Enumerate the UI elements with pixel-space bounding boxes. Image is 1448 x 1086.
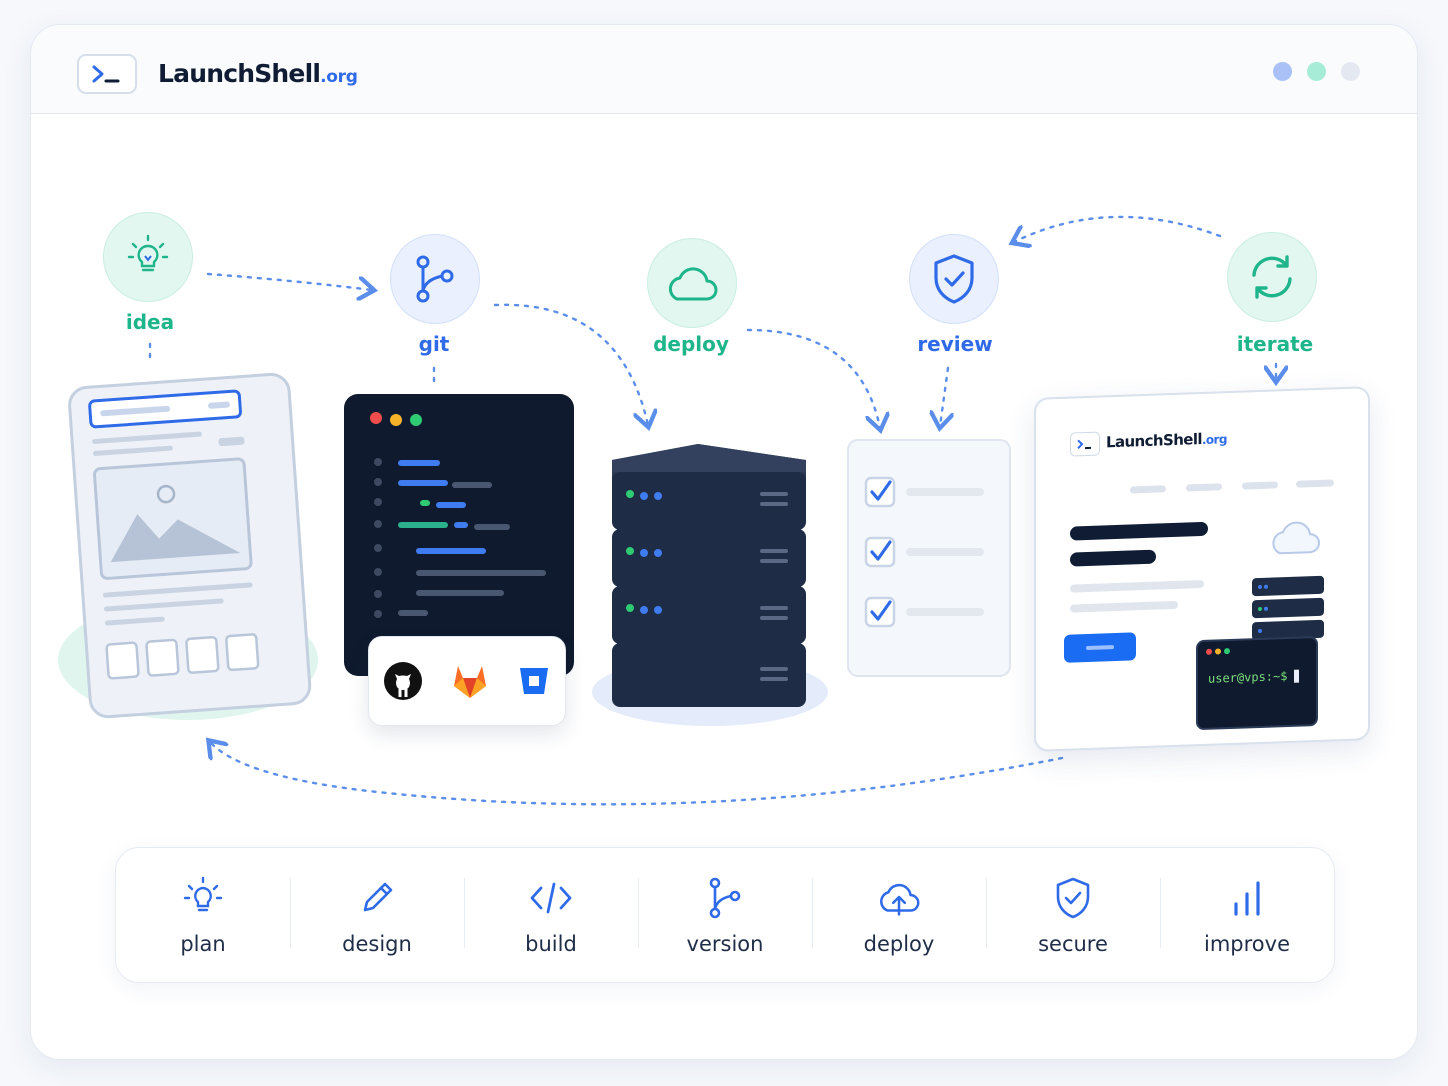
window-dot-green[interactable] (1307, 62, 1326, 81)
tool-deploy[interactable]: deploy (812, 848, 986, 982)
pencil-icon (363, 882, 393, 912)
code-editor-window (344, 394, 574, 676)
preview-nav-link[interactable] (1186, 483, 1222, 492)
tool-label: version (686, 932, 764, 956)
shield-check-icon (934, 254, 974, 304)
tool-label: improve (1204, 932, 1290, 956)
mini-terminal[interactable]: user@vps:~$ (1196, 635, 1318, 731)
preview-logo-badge (1070, 431, 1100, 457)
preview-brand-name: LaunchShell (1106, 430, 1202, 452)
tool-build[interactable]: build (464, 848, 638, 982)
review-step-circle[interactable] (909, 234, 999, 324)
tool-design[interactable]: design (290, 848, 464, 982)
github-icon[interactable] (382, 660, 424, 702)
git-hosts-card (368, 636, 566, 726)
review-checklist (847, 439, 1011, 677)
preview-text-line (1070, 600, 1178, 613)
idea-step-circle[interactable] (103, 212, 193, 302)
lightbulb-icon (183, 876, 223, 912)
lightbulb-icon (127, 234, 169, 272)
preview-nav-link[interactable] (1242, 481, 1278, 490)
logo-badge[interactable] (77, 54, 137, 94)
workflow-toolbar: plan design build (115, 847, 1335, 983)
git-step-label: git (418, 332, 450, 356)
iterate-step-circle[interactable] (1227, 232, 1317, 322)
tool-label: plan (180, 932, 226, 956)
git-branch-icon (416, 255, 454, 303)
bitbucket-icon[interactable] (516, 663, 552, 699)
code-icon (530, 882, 572, 914)
brand-title: LaunchShell (158, 59, 321, 88)
tool-plan[interactable]: plan (116, 848, 290, 982)
window-dot-gray[interactable] (1341, 62, 1360, 81)
preview-nav-link[interactable] (1296, 479, 1334, 488)
brand-name[interactable]: LaunchShell.org (158, 59, 358, 88)
preview-cta-button[interactable] (1064, 632, 1136, 663)
tool-label: deploy (863, 932, 935, 956)
deploy-step-label: deploy (653, 332, 729, 356)
shield-check-icon (1056, 877, 1090, 919)
refresh-icon (1252, 255, 1292, 299)
preview-headline (1070, 521, 1208, 541)
tool-secure[interactable]: secure (986, 848, 1160, 982)
git-branch-icon (709, 877, 741, 919)
tool-version[interactable]: version (638, 848, 812, 982)
preview-brand-tld: .org (1201, 432, 1227, 448)
preview-brand: LaunchShell.org (1106, 429, 1227, 451)
window-dot-blue[interactable] (1273, 62, 1292, 81)
wireframe-mockup (58, 373, 318, 720)
iterate-step-label: iterate (1236, 332, 1314, 356)
gitlab-icon[interactable] (450, 662, 490, 700)
tool-label: design (342, 932, 412, 956)
git-step-circle[interactable] (390, 234, 480, 324)
terminal-prompt-icon (1077, 439, 1091, 450)
cloud-icon (668, 267, 718, 301)
review-step-label: review (917, 332, 993, 356)
site-preview-window: LaunchShell.org user@vps:~$ (1034, 386, 1370, 752)
preview-headline (1070, 549, 1156, 567)
preview-nav-link[interactable] (1130, 485, 1166, 494)
brand-tld: .org (320, 67, 358, 87)
idea-step-label: idea (125, 310, 175, 334)
deploy-step-circle[interactable] (647, 238, 737, 328)
cloud-upload-icon (880, 883, 920, 916)
tool-improve[interactable]: improve (1160, 848, 1334, 982)
terminal-prompt-text: user@vps:~$ (1208, 669, 1288, 686)
bar-chart-icon (1234, 881, 1260, 916)
terminal-prompt-icon (92, 65, 120, 83)
mini-cloud-server-icon (1252, 521, 1324, 641)
preview-text-line (1070, 579, 1204, 593)
tool-label: secure (1038, 932, 1108, 956)
tool-label: build (525, 932, 577, 956)
server-stack (592, 444, 828, 726)
title-bar: LaunchShell.org (31, 25, 1417, 114)
